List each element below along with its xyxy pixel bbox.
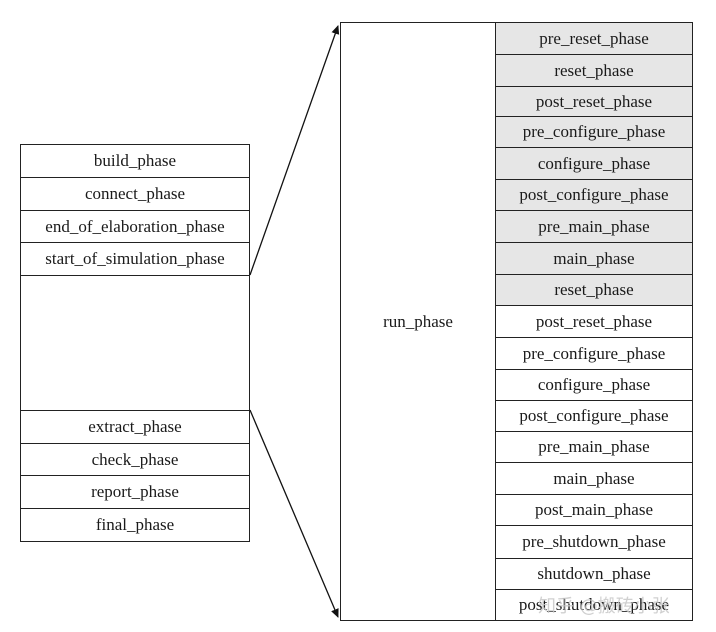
run-sub-phase-0: pre_reset_phase bbox=[496, 23, 692, 55]
run-sub-phase-4: configure_phase bbox=[496, 148, 692, 180]
run-sub-phase-3: pre_configure_phase bbox=[496, 117, 692, 148]
run-sub-phase-8: reset_phase bbox=[496, 275, 692, 306]
run-sub-phase-16: pre_shutdown_phase bbox=[496, 526, 692, 559]
watermark: 知乎 @搬砖小张 bbox=[538, 596, 670, 617]
run-sub-phase-11: configure_phase bbox=[496, 370, 692, 401]
arrow-to-run-bottom bbox=[249, 409, 339, 618]
run-sub-phase-7: main_phase bbox=[496, 243, 692, 275]
run-sub-phase-10: pre_configure_phase bbox=[496, 338, 692, 370]
phase-final: final_phase bbox=[95, 515, 175, 534]
phase-extract: extract_phase bbox=[21, 410, 249, 444]
run-sub-phase-1: reset_phase bbox=[496, 55, 692, 87]
run-sub-phase-6: pre_main_phase bbox=[496, 211, 692, 243]
run-sub-phase-5: post_configure_phase bbox=[496, 180, 692, 211]
run-phase-label: run_phase bbox=[341, 23, 496, 620]
run-sub-phase-12: post_configure_phase bbox=[496, 401, 692, 432]
phase-build: build_phase bbox=[21, 145, 249, 178]
phase-check: check_phase bbox=[21, 444, 249, 476]
run-phase-gap bbox=[21, 276, 249, 410]
run-sub-phase-2: post_reset_phase bbox=[496, 87, 692, 117]
phase-stack-left: build_phase connect_phase end_of_elabora… bbox=[20, 144, 250, 542]
phase-connect: connect_phase bbox=[21, 178, 249, 211]
phase-report: report_phase bbox=[21, 476, 249, 509]
run-sub-phase-9: post_reset_phase bbox=[496, 306, 692, 338]
run-sub-phase-18: post_shutdown_phase bbox=[518, 594, 670, 614]
run-sub-phase-17: shutdown_phase bbox=[496, 559, 692, 590]
run-sub-phase-15: post_main_phase bbox=[496, 495, 692, 526]
phase-start-of-simulation: start_of_simulation_phase bbox=[21, 243, 249, 276]
arrow-to-run-top bbox=[249, 25, 340, 276]
run-sub-phase-13: pre_main_phase bbox=[496, 432, 692, 463]
phase-end-of-elaboration: end_of_elaboration_phase bbox=[21, 211, 249, 243]
run-sub-phase-14: main_phase bbox=[496, 463, 692, 495]
